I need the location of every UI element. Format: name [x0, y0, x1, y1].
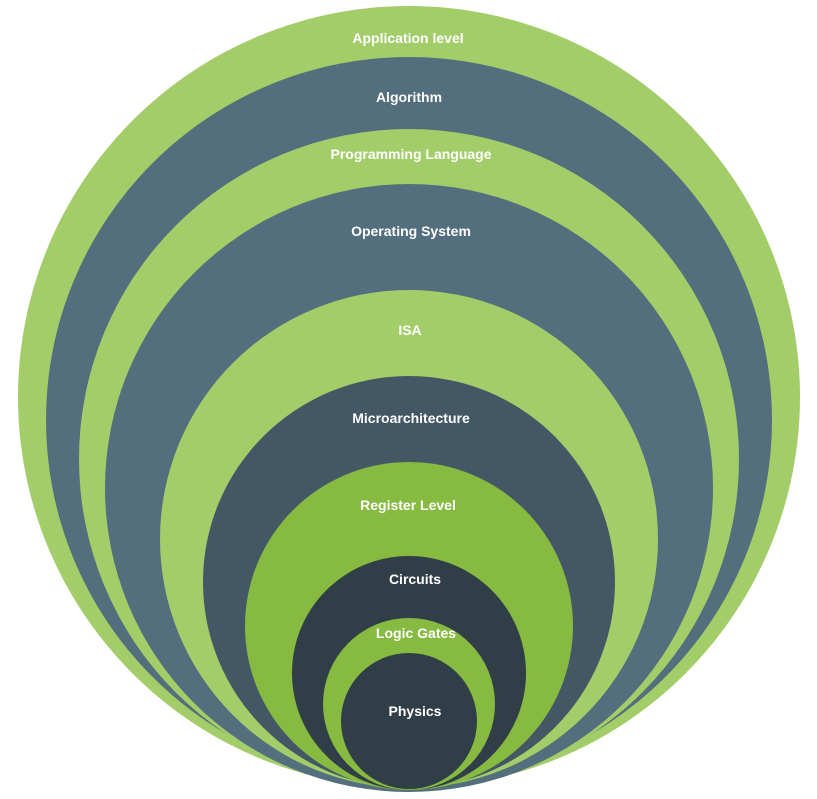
layer-label-logic-gates: Logic Gates [376, 625, 456, 641]
layer-label-application: Application level [352, 30, 463, 46]
layer-label-circuits: Circuits [389, 571, 441, 587]
layer-label-algorithm: Algorithm [376, 89, 442, 105]
layer-label-microarchitecture: Microarchitecture [352, 410, 470, 426]
layer-label-isa: ISA [398, 322, 421, 338]
layer-label-register-level: Register Level [360, 497, 456, 513]
layer-label-programming-language: Programming Language [330, 146, 491, 162]
layer-label-physics: Physics [389, 703, 442, 719]
layer-label-operating-system: Operating System [351, 223, 471, 239]
layer-circle-physics [341, 653, 477, 789]
